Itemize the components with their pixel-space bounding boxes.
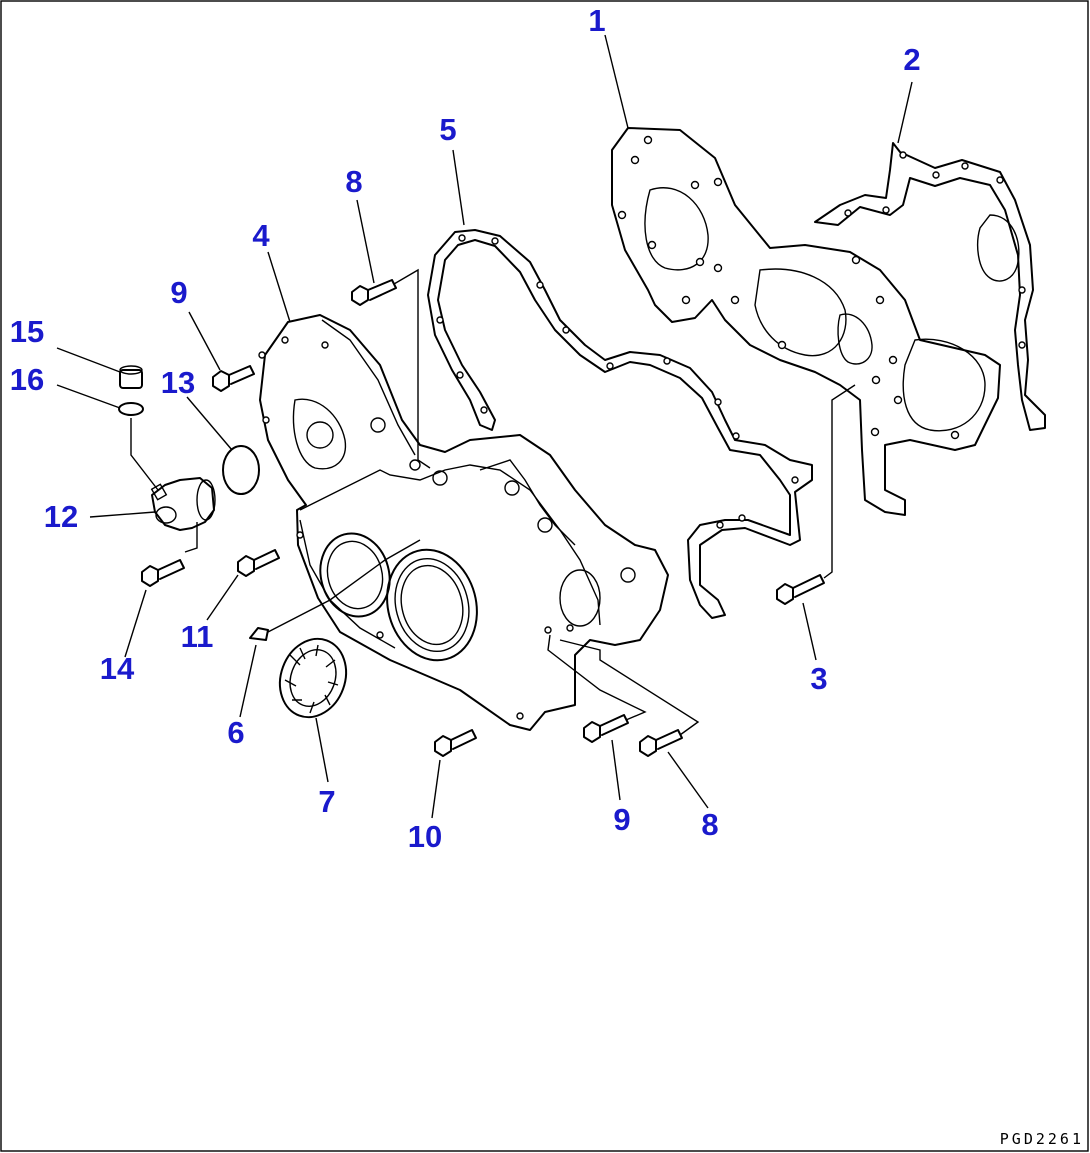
callout-9-lower: 9 — [613, 802, 630, 837]
bolt-8-lower — [639, 729, 683, 757]
callout-5: 5 — [439, 112, 456, 147]
callout-3: 3 — [810, 661, 827, 696]
part-1-plate — [611, 127, 1001, 516]
part-7-oil-seal — [278, 637, 348, 719]
callout-2: 2 — [903, 42, 920, 77]
callout-9-upper: 9 — [170, 275, 187, 310]
drawing-code: PGD2261 — [1000, 1130, 1084, 1148]
part-13-o-ring — [222, 445, 260, 495]
part-6-dowel-pin — [249, 627, 269, 641]
part-15-cap — [119, 365, 143, 389]
callout-13: 13 — [161, 365, 195, 400]
part-4-front-cover — [258, 314, 669, 731]
callout-8-lower: 8 — [701, 807, 718, 842]
bolt-14 — [141, 559, 185, 587]
part-16-washer — [118, 402, 144, 416]
callout-7: 7 — [318, 784, 335, 819]
bolt-10 — [434, 729, 477, 757]
callout-6: 6 — [227, 715, 244, 750]
callout-10: 10 — [408, 819, 442, 854]
callout-4: 4 — [252, 218, 270, 253]
leader-lines — [56, 34, 913, 819]
part-2-gasket — [814, 142, 1046, 431]
bolt-3 — [776, 574, 825, 605]
callout-12: 12 — [44, 499, 78, 534]
callout-14: 14 — [100, 651, 135, 686]
assembly-guide-lines — [130, 268, 856, 736]
callout-15: 15 — [10, 314, 44, 349]
callout-8-upper: 8 — [345, 164, 362, 199]
callout-1: 1 — [588, 3, 605, 38]
bolt-11 — [237, 549, 280, 577]
part-5-gasket — [427, 229, 813, 619]
bolt-8-upper — [351, 279, 397, 306]
callout-11: 11 — [181, 619, 214, 654]
bolt-9-upper — [212, 365, 255, 392]
part-12-elbow — [150, 477, 216, 531]
bolt-9-lower — [583, 714, 629, 743]
callout-16: 16 — [10, 362, 44, 397]
